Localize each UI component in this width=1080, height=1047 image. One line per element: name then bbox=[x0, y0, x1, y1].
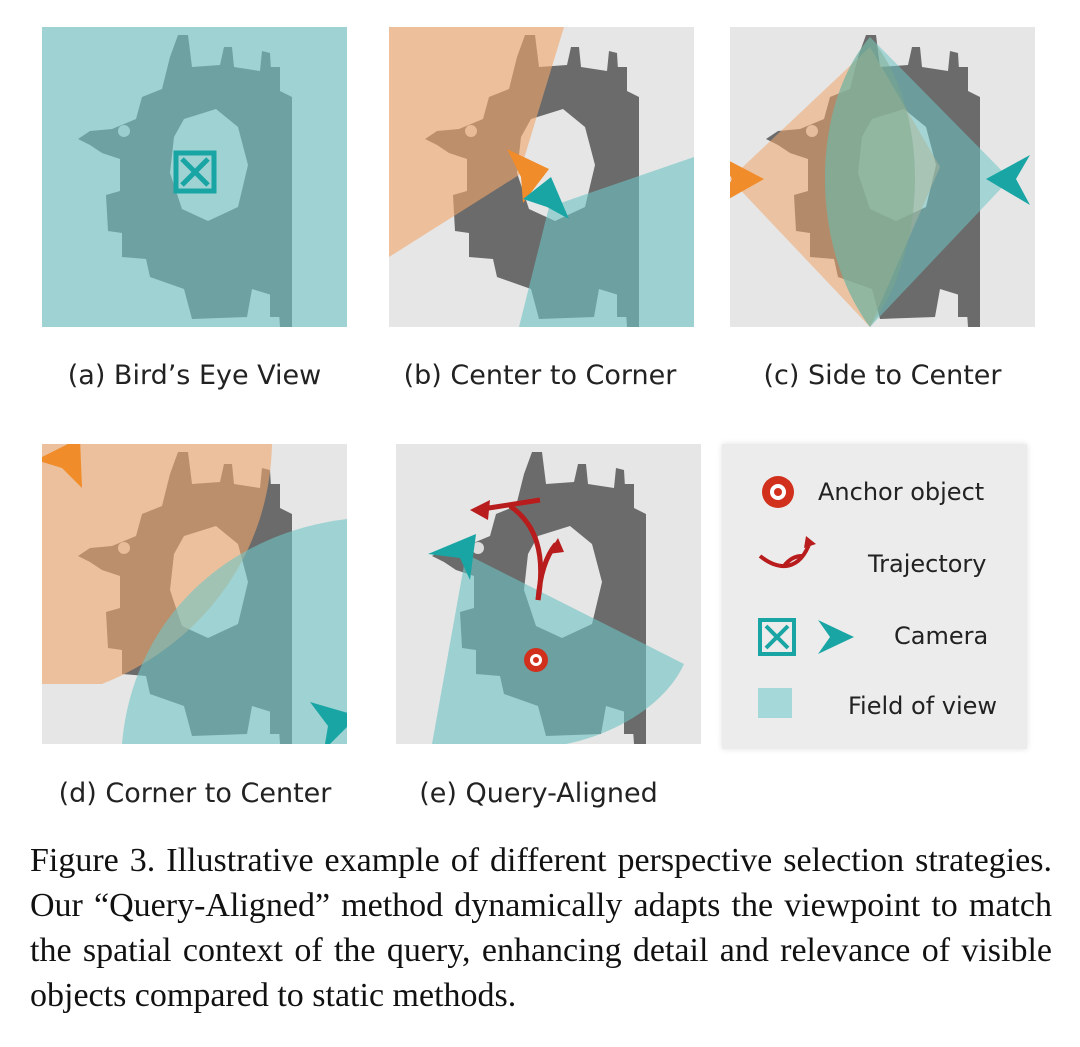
caption-d: (d) Corner to Center bbox=[58, 778, 332, 809]
camera-teal-icon bbox=[523, 177, 569, 219]
field-of-view-orange bbox=[389, 27, 564, 257]
legend-trajectory-label: Trajectory bbox=[868, 550, 987, 578]
caption-a: (a) Bird’s Eye View bbox=[67, 360, 322, 391]
caption-c: (c) Side to Center bbox=[763, 360, 1002, 391]
panel-birds-eye-view bbox=[42, 27, 347, 327]
panel-side-to-center bbox=[730, 27, 1035, 327]
anchor-object-icon bbox=[524, 648, 548, 672]
camera-teal-icon bbox=[986, 155, 1030, 205]
camera-arrow-icon bbox=[818, 620, 854, 654]
legend-anchor-label: Anchor object bbox=[818, 478, 985, 506]
camera-topdown-icon bbox=[758, 618, 796, 656]
trajectory-icon bbox=[758, 541, 812, 568]
anchor-object-icon bbox=[762, 476, 794, 508]
field-of-view-teal bbox=[432, 554, 684, 744]
camera-topdown-icon bbox=[173, 150, 217, 194]
panel-query-aligned bbox=[396, 444, 701, 744]
camera-teal-icon bbox=[428, 534, 476, 580]
camera-orange-icon bbox=[507, 149, 549, 203]
camera-orange-icon bbox=[730, 161, 764, 199]
camera-orange-icon bbox=[42, 444, 82, 488]
panel-corner-to-center bbox=[42, 444, 347, 744]
field-of-view-teal bbox=[122, 519, 347, 744]
field-of-view-icon bbox=[758, 688, 792, 718]
caption-b: (b) Center to Corner bbox=[403, 360, 677, 391]
field-of-view-area bbox=[42, 27, 347, 327]
legend: Anchor object Trajectory Camera Field of… bbox=[722, 444, 1027, 749]
field-of-view-orange bbox=[42, 444, 272, 684]
field-of-view-teal bbox=[825, 37, 1010, 327]
panel-center-to-corner bbox=[389, 27, 694, 327]
legend-camera-label: Camera bbox=[894, 622, 989, 650]
field-of-view-teal bbox=[519, 157, 694, 327]
caption-e: (e) Query-Aligned bbox=[419, 778, 658, 809]
camera-teal-icon bbox=[310, 702, 347, 744]
figure-caption: Figure 3. Illustrative example of differ… bbox=[30, 842, 1052, 1014]
legend-fov-label: Field of view bbox=[848, 692, 998, 720]
